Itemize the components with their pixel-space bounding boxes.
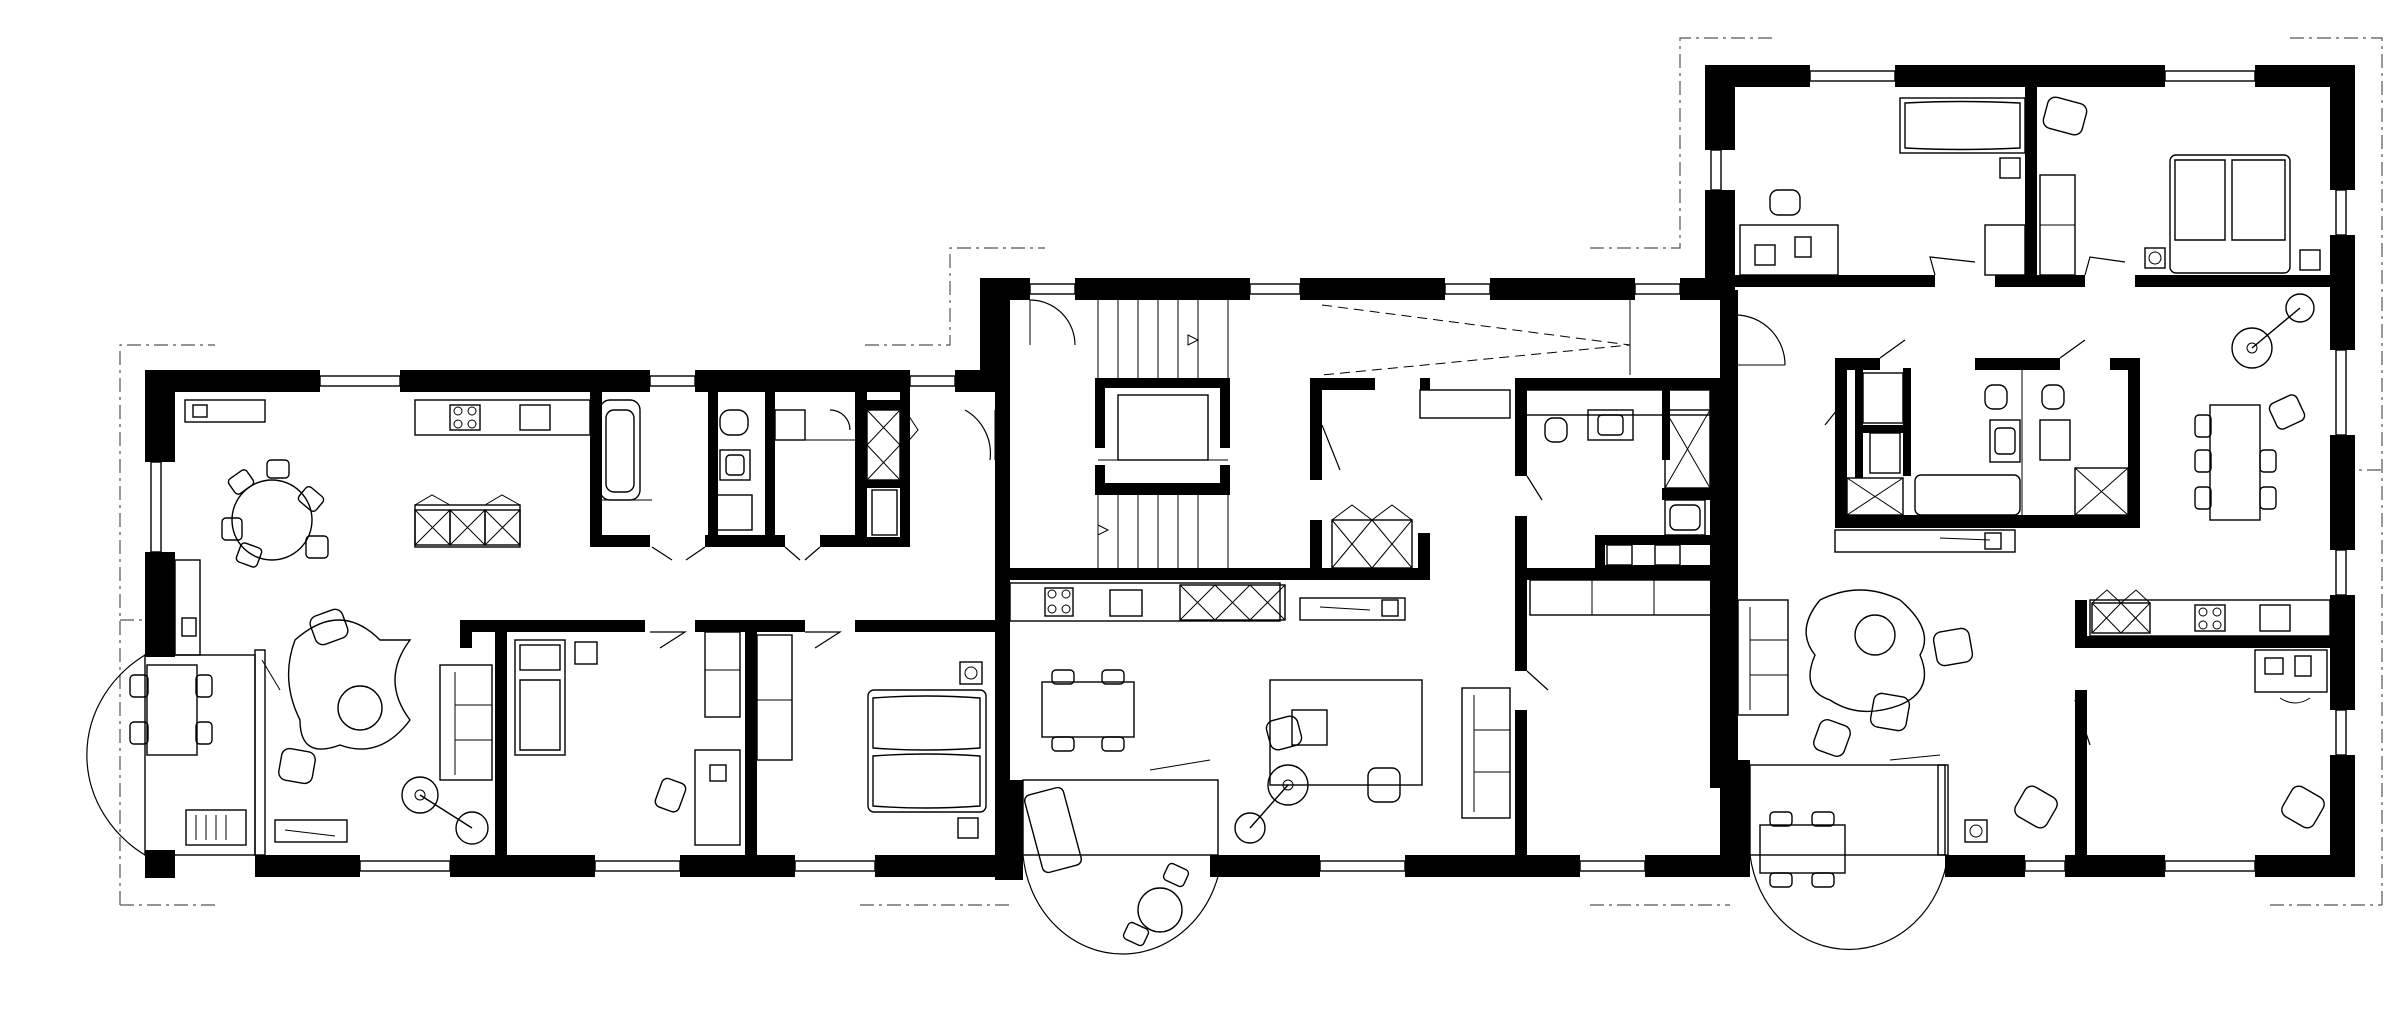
walls xyxy=(145,65,2355,880)
boundary-lines xyxy=(119,37,2383,906)
apartment-center xyxy=(1009,389,1716,955)
apartment-west xyxy=(86,399,996,856)
windows xyxy=(150,70,2347,872)
interior-walls xyxy=(460,87,2355,858)
apartment-east xyxy=(1737,96,2331,951)
stairwell xyxy=(1029,299,1786,568)
